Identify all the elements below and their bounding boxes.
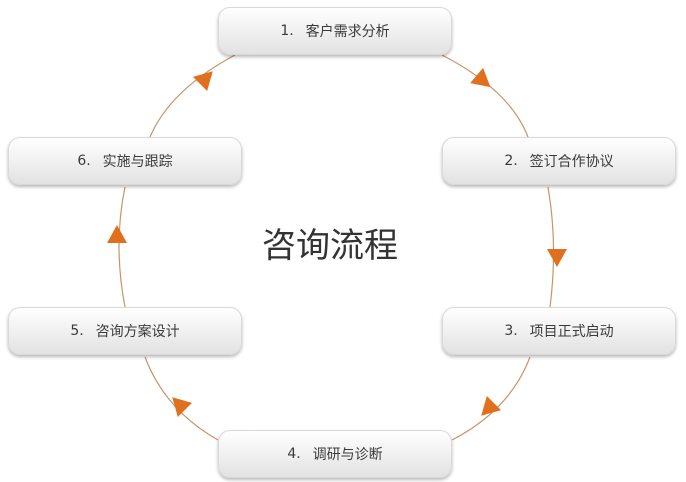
connector-4-5 [144,356,219,441]
arrow-6-1-icon [192,71,213,92]
diagram-title: 咨询流程 [262,226,398,266]
step-6-number: 6. [77,153,91,169]
step-4-label: 调研与诊断 [312,447,383,463]
step-4-number: 4. [287,446,301,462]
connector-1-2 [441,54,529,138]
step-3-box: 3. 项目正式启动 [442,307,676,355]
step-5-label: 咨询方案设计 [95,324,180,340]
arrow-4-5-icon [172,397,193,418]
step-2-number: 2. [504,153,518,169]
connector-6-1 [149,54,236,138]
arrow-5-6-icon [107,225,127,243]
step-1-label: 客户需求分析 [305,24,390,40]
arrow-3-4-icon [481,395,502,416]
step-1-box: 1. 客户需求分析 [218,7,452,55]
step-6-box: 6. 实施与跟踪 [8,137,242,185]
connector-5-6 [118,186,126,308]
step-3-number: 3. [504,323,518,339]
step-4-box: 4. 调研与诊断 [218,430,452,478]
step-5-box: 5. 咨询方案设计 [8,307,242,355]
step-6-label: 实施与跟踪 [102,154,173,170]
arrow-1-2-icon [470,67,491,88]
step-3-label: 项目正式启动 [529,324,614,340]
step-2-label: 签订合作协议 [529,154,614,170]
connector-2-3 [547,186,555,308]
connector-3-4 [451,356,531,441]
step-1-number: 1. [280,23,294,39]
arrow-2-3-icon [547,249,567,267]
step-5-number: 5. [70,323,84,339]
step-2-box: 2. 签订合作协议 [442,137,676,185]
